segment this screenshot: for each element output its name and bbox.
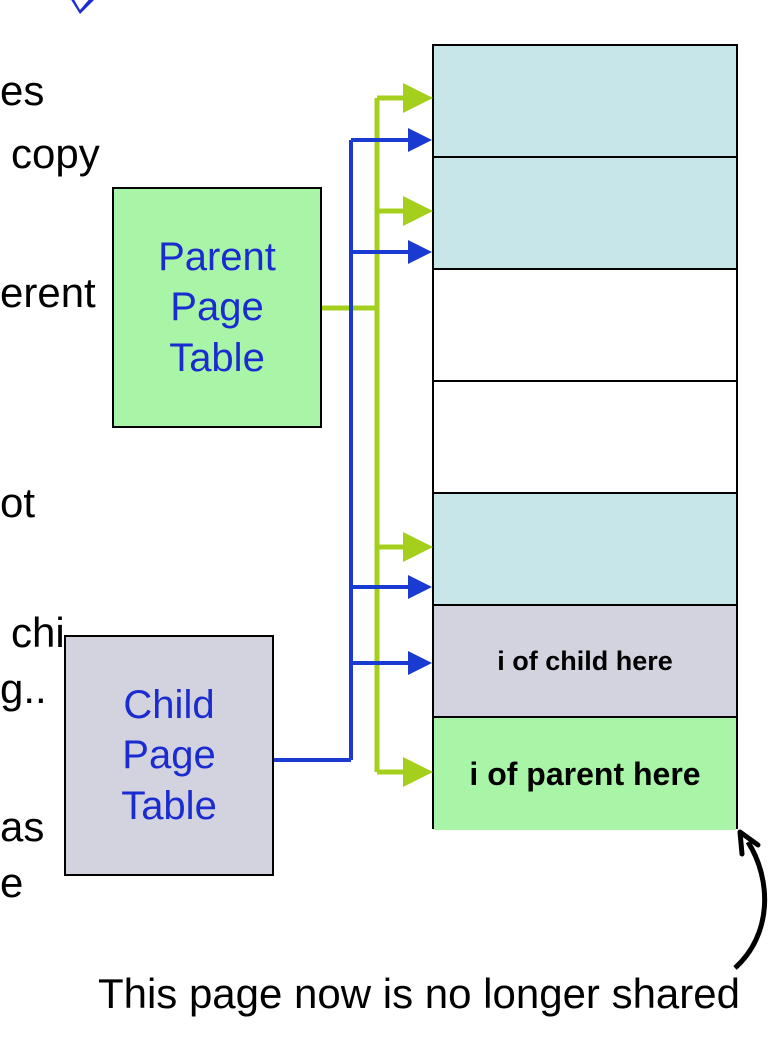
child-table-label: Page bbox=[122, 733, 216, 778]
bg-text-fragment: as bbox=[0, 803, 45, 850]
bg-text-fragment: erent bbox=[0, 269, 96, 316]
memory-frame bbox=[434, 494, 736, 606]
memory-frame-child-i: i of child here bbox=[434, 606, 736, 718]
parent-table-label: Page bbox=[170, 285, 264, 330]
parent-table-label: Parent bbox=[158, 234, 276, 279]
memory-frame bbox=[434, 270, 736, 382]
memory-frame bbox=[434, 382, 736, 494]
memory-frame bbox=[434, 158, 736, 270]
bg-text-fragment: chi bbox=[11, 609, 65, 656]
title-fragment bbox=[0, 0, 120, 16]
physical-memory-column: i of child here i of parent here bbox=[432, 44, 738, 830]
memory-frame-parent-i: i of parent here bbox=[434, 718, 736, 830]
memory-frame bbox=[434, 46, 736, 158]
parent-table-label: Table bbox=[169, 335, 265, 380]
bg-text-fragment: e bbox=[0, 859, 24, 906]
parent-page-table: Parent Page Table bbox=[112, 187, 322, 428]
callout-arrow bbox=[733, 829, 768, 970]
child-table-label: Table bbox=[121, 783, 217, 828]
bg-text-fragment: ot bbox=[0, 479, 36, 526]
child-table-label: Child bbox=[123, 682, 215, 727]
child-page-table: Child Page Table bbox=[64, 635, 274, 876]
bg-text-fragment: es bbox=[0, 67, 45, 114]
bg-text-fragment: g.. bbox=[0, 665, 47, 712]
bg-text-fragment: copy bbox=[11, 130, 100, 177]
caption: This page now is no longer shared bbox=[97, 970, 740, 1017]
